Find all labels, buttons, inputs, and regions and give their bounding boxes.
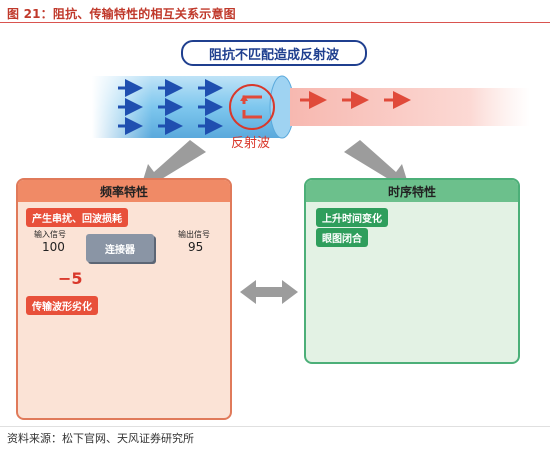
output-signal-label: 输出信号: [178, 230, 210, 239]
headline-text: 阻抗不匹配造成反射波: [208, 47, 339, 63]
frequency-panel-title: 频率特性: [18, 180, 230, 202]
timing-panel-title: 时序特性: [306, 180, 518, 202]
cable-pink-segment: [290, 88, 530, 126]
figure-title: 图 21：阻抗、传输特性的相互关系示意图: [7, 7, 236, 21]
down-arrow-right: [344, 140, 410, 190]
eye-closure-tag: 眼图闭合: [316, 228, 368, 247]
rise-time-tag: 上升时间变化: [316, 208, 388, 227]
loss-value: −5: [58, 269, 83, 288]
reflection-circle: [229, 84, 275, 130]
timing-panel: 时序特性: [304, 178, 520, 364]
title-rule: [0, 22, 550, 23]
reflection-label: 反射波: [231, 136, 271, 151]
input-signal-label: 输入信号: [34, 230, 66, 239]
waveform-degradation-tag: 传输波形劣化: [26, 296, 98, 315]
connector-block: 连接器: [86, 234, 154, 262]
output-signal-value: 95: [188, 240, 204, 254]
source-note: 资料来源：松下官网、天风证券研究所: [7, 432, 194, 445]
source-rule: [0, 426, 550, 427]
down-arrow-left: [140, 140, 206, 190]
signal-arrows-blue: [118, 79, 223, 135]
double-arrow: [240, 280, 298, 304]
connector-label: 连接器: [105, 244, 135, 256]
input-signal-value: 100: [42, 240, 65, 254]
headline-box: 阻抗不匹配造成反射波: [181, 40, 367, 66]
crosstalk-tag: 产生串扰、回波损耗: [26, 208, 128, 227]
